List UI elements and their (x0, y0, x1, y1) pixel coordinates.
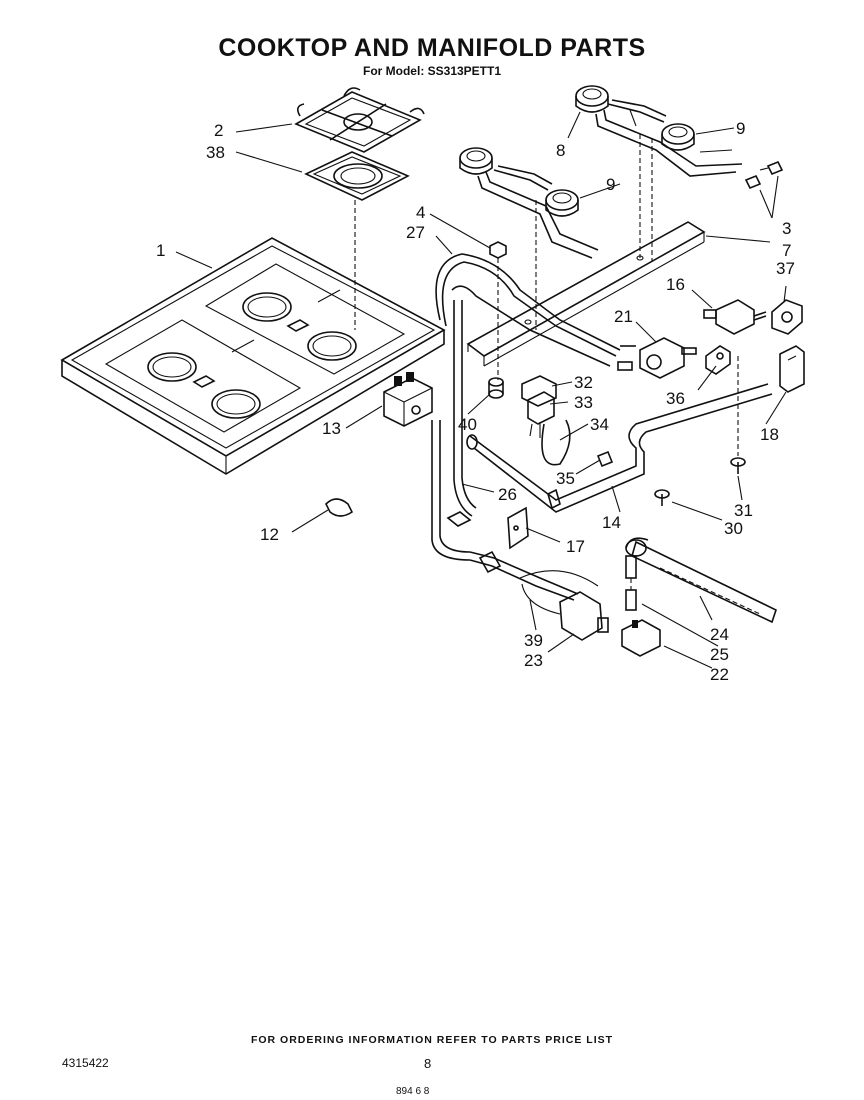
manifold-bracket (507, 506, 529, 550)
pressure-regulator (383, 372, 433, 427)
cooktop-panel (60, 237, 446, 475)
callout-9-front: 9 (606, 175, 615, 194)
callout-leader-lines (175, 111, 787, 669)
document-number: 4315422 (62, 1056, 109, 1070)
gas-valve (617, 337, 697, 379)
spacer (488, 377, 504, 399)
callout-34: 34 (590, 415, 609, 434)
callout-35: 35 (556, 469, 575, 488)
burner-grate (294, 87, 425, 153)
callout-3: 3 (782, 219, 791, 238)
callout-9-rear: 9 (736, 119, 745, 138)
callout-12: 12 (260, 525, 279, 544)
front-burner-assembly (459, 147, 599, 330)
callout-39: 39 (524, 631, 543, 650)
callout-33: 33 (574, 393, 593, 412)
callout-38: 38 (206, 143, 225, 162)
callout-18: 18 (760, 425, 779, 444)
page-number: 8 (424, 1056, 432, 1071)
callout-14: 14 (602, 513, 621, 532)
rear-burner-assembly (575, 85, 743, 262)
drip-pan (304, 151, 410, 201)
callout-4: 4 (416, 203, 425, 222)
oven-safety-valve (559, 591, 609, 641)
print-mark: 894 6 8 (396, 1086, 430, 1097)
ignitor-bracket (625, 555, 637, 611)
callout-21: 21 (614, 307, 633, 326)
callout-7: 7 (782, 241, 791, 260)
callout-32: 32 (574, 373, 593, 392)
hex-nut (489, 241, 507, 259)
callout-17: 17 (566, 537, 585, 556)
page-title: COOKTOP AND MANIFOLD PARTS (218, 34, 646, 62)
callout-24: 24 (710, 625, 729, 644)
callout-13: 13 (322, 419, 341, 438)
burner-orifice (744, 160, 784, 190)
burner-support-bracket (466, 221, 706, 367)
callout-30: 30 (724, 519, 743, 538)
mounting-flange (771, 299, 803, 335)
ordering-info-note: FOR ORDERING INFORMATION REFER TO PARTS … (250, 1034, 614, 1046)
callout-40: 40 (458, 415, 477, 434)
gas-manifold-tubing (431, 253, 621, 561)
oven-gas-tube (469, 550, 599, 615)
callout-8: 8 (556, 141, 565, 160)
callout-25: 25 (710, 645, 729, 664)
valve-bracket (705, 345, 731, 375)
callout-2: 2 (214, 121, 223, 140)
spark-module (521, 375, 614, 468)
callout-1: 1 (156, 241, 165, 260)
callout-31: 31 (734, 501, 753, 520)
model-subtitle: For Model: SS313PETT1 (362, 64, 502, 78)
callout-37: 37 (776, 259, 795, 278)
callout-36: 36 (666, 389, 685, 408)
oven-ignitor (621, 619, 661, 657)
rear-bracket (779, 345, 805, 393)
callout-26: 26 (498, 485, 517, 504)
mounting-screw (654, 457, 746, 506)
main-manifold-pipe (466, 383, 773, 513)
callout-16: 16 (666, 275, 685, 294)
oven-burner (625, 537, 777, 624)
tube-clip (325, 498, 354, 517)
valve-knob-stem (703, 299, 767, 335)
callout-22: 22 (710, 665, 729, 684)
callout-23: 23 (524, 651, 543, 670)
callout-27: 27 (406, 223, 425, 242)
